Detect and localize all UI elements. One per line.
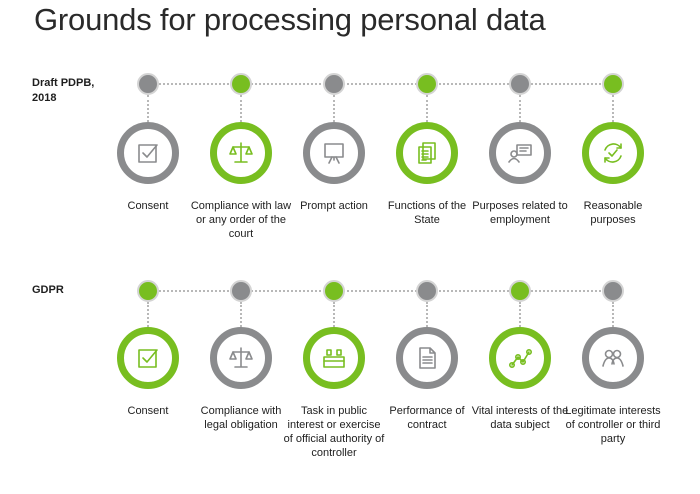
status-dot <box>602 73 624 95</box>
ground-badge <box>582 327 644 389</box>
ground-badge <box>396 327 458 389</box>
connector-stem <box>612 95 614 122</box>
ground-label: Consent <box>127 405 169 417</box>
status-dot <box>137 280 159 302</box>
employee-card-icon <box>506 139 534 167</box>
connector-stem <box>519 302 521 327</box>
status-dot <box>137 73 159 95</box>
scales-icon <box>227 344 255 372</box>
page-title: Grounds for processing personal data <box>34 2 546 37</box>
building-icon <box>320 344 348 372</box>
status-dot <box>416 280 438 302</box>
ground-label: Legitimate interests of controller or th… <box>565 405 661 445</box>
checkbox-icon <box>134 344 162 372</box>
status-dot <box>416 73 438 95</box>
ground-label: Compliance with legal obligation <box>200 405 282 431</box>
ground-badge <box>396 122 458 184</box>
ground-badge <box>117 327 179 389</box>
easel-icon <box>320 139 348 167</box>
status-dot <box>509 73 531 95</box>
status-dot <box>602 280 624 302</box>
checkbox-icon <box>134 139 162 167</box>
connector-stem <box>333 95 335 122</box>
ground-label: Consent <box>127 200 169 212</box>
document-icon <box>413 344 441 372</box>
documents-icon <box>413 139 441 167</box>
connector-stem <box>612 302 614 327</box>
ground-label: Reasonable purposes <box>583 200 643 226</box>
ground-label: Task in public interest or exercise of o… <box>283 405 385 459</box>
ground-label: Functions of the State <box>387 200 467 226</box>
refresh-check-icon <box>599 139 627 167</box>
connector-stem <box>147 95 149 122</box>
ground-badge <box>117 122 179 184</box>
connector-stem <box>333 302 335 327</box>
ground-badge <box>489 327 551 389</box>
ground-badge <box>489 122 551 184</box>
ground-label: Purposes related to employment <box>472 200 568 226</box>
ground-label: Compliance with law or any order of the … <box>190 200 292 240</box>
status-dot <box>509 280 531 302</box>
row-label: Draft PDPB, 2018 <box>32 77 95 104</box>
status-dot <box>230 280 252 302</box>
ground-badge <box>303 327 365 389</box>
connector-stem <box>519 95 521 122</box>
people-icon <box>599 344 627 372</box>
scales-icon <box>227 139 255 167</box>
ground-label: Prompt action <box>300 200 368 212</box>
ground-badge <box>303 122 365 184</box>
ground-label: Performance of contract <box>389 405 465 431</box>
connector-stem <box>147 302 149 327</box>
connector-stem <box>240 302 242 327</box>
network-icon <box>506 344 534 372</box>
connector-stem <box>426 95 428 122</box>
ground-badge <box>210 327 272 389</box>
ground-badge <box>210 122 272 184</box>
status-dot <box>323 73 345 95</box>
connector-stem <box>240 95 242 122</box>
row-label: GDPR <box>32 284 64 296</box>
status-dot <box>230 73 252 95</box>
status-dot <box>323 280 345 302</box>
connector-stem <box>426 302 428 327</box>
ground-label: Vital interests of the data subject <box>471 405 569 431</box>
connector-line <box>148 83 613 85</box>
ground-badge <box>582 122 644 184</box>
connector-line <box>148 290 613 292</box>
